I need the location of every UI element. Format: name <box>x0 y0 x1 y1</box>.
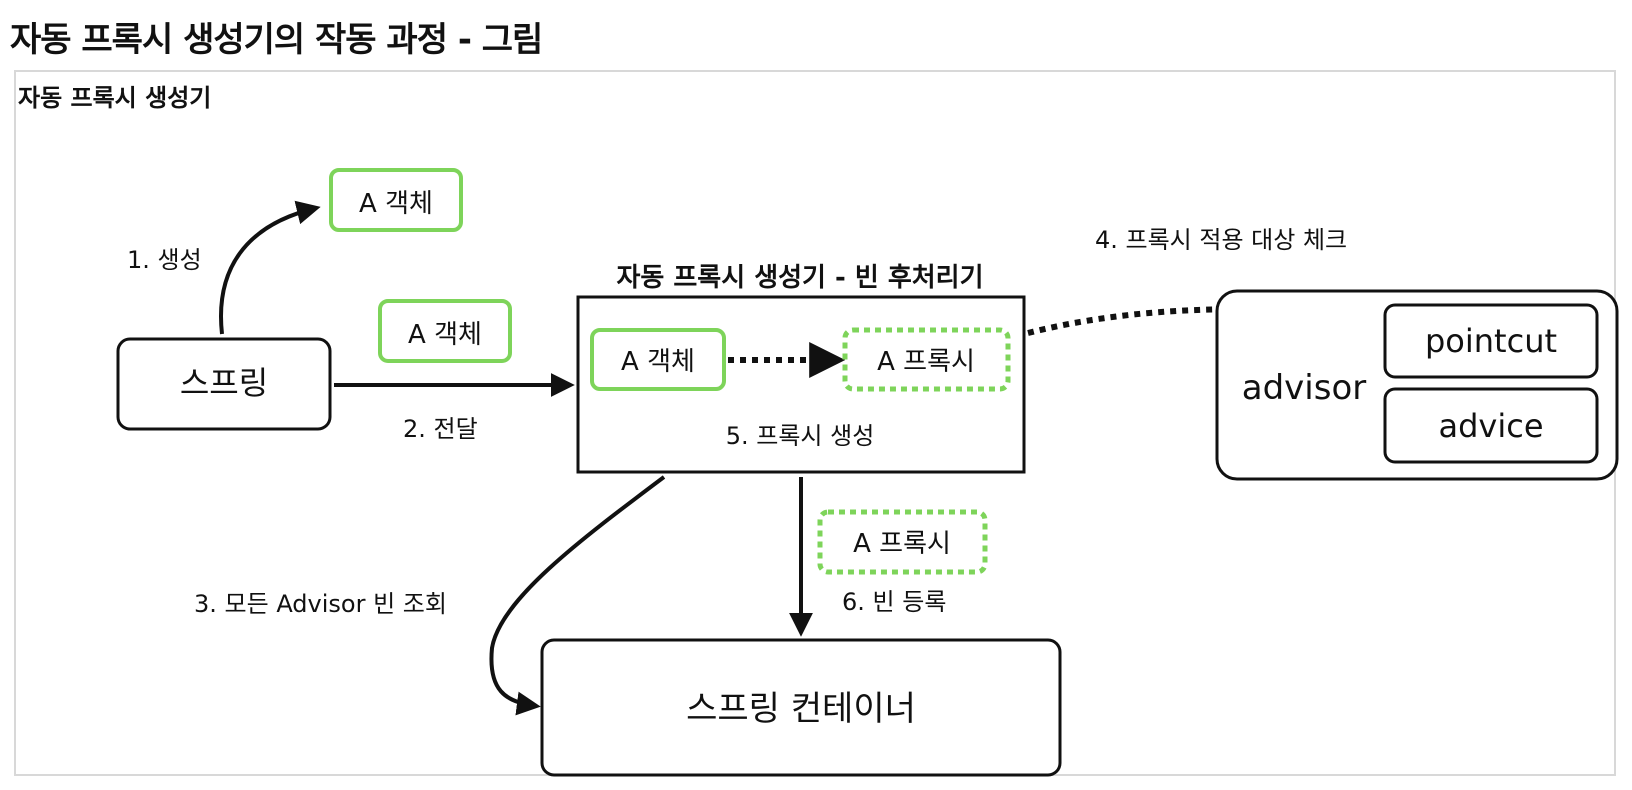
step3-label: 3. 모든 Advisor 빈 조회 <box>194 590 447 618</box>
a-object-created-label: A 객체 <box>359 189 433 219</box>
proxy-create-label: 5. 프록시 생성 <box>726 422 875 450</box>
advice-box <box>1383 387 1599 464</box>
advice-label: advice <box>1438 407 1543 445</box>
a-proxy-registered-label: A 프록시 <box>853 529 951 559</box>
step1-label: 1. 생성 <box>127 246 202 274</box>
a-object-passed: A 객체 <box>378 299 512 363</box>
pp-a-proxy-label: A 프록시 <box>877 347 975 377</box>
step4-label: 4. 프록시 적용 대상 체크 <box>1095 226 1347 254</box>
a-object-passed-label: A 객체 <box>408 320 482 350</box>
pp-a-object-box <box>590 328 726 391</box>
pointcut-box <box>1383 303 1599 379</box>
pp-a-proxy-box <box>842 327 1011 392</box>
create-arrow <box>219 200 321 335</box>
step2-label: 2. 전달 <box>403 415 478 443</box>
step6-label: 6. 빈 등록 <box>842 588 946 616</box>
spring-container-node: 스프링 컨테이너 <box>540 638 1062 777</box>
postprocessor-node: A 객체 A 프록시 5. 프록시 생성 <box>576 295 1026 474</box>
spring-label: 스프링 <box>180 364 268 402</box>
a-proxy-registered: A 프록시 <box>817 509 988 575</box>
spring-container-label: 스프링 컨테이너 <box>686 689 916 729</box>
pointcut-label: pointcut <box>1425 322 1557 360</box>
postprocessor-title: 자동 프록시 생성기 - 빈 후처리기 <box>616 263 983 293</box>
frame-label: 자동 프록시 생성기 <box>18 84 212 112</box>
advisor-label: advisor <box>1242 368 1367 408</box>
lookup-arrow <box>489 475 666 716</box>
spring-node: 스프링 <box>116 337 332 431</box>
pp-a-object-label: A 객체 <box>621 347 695 377</box>
a-object-created: A 객체 <box>329 168 463 232</box>
advisor-node: advisor pointcut advice <box>1215 289 1619 481</box>
page-title: 자동 프록시 생성기의 작동 과정 - 그림 <box>10 20 543 60</box>
